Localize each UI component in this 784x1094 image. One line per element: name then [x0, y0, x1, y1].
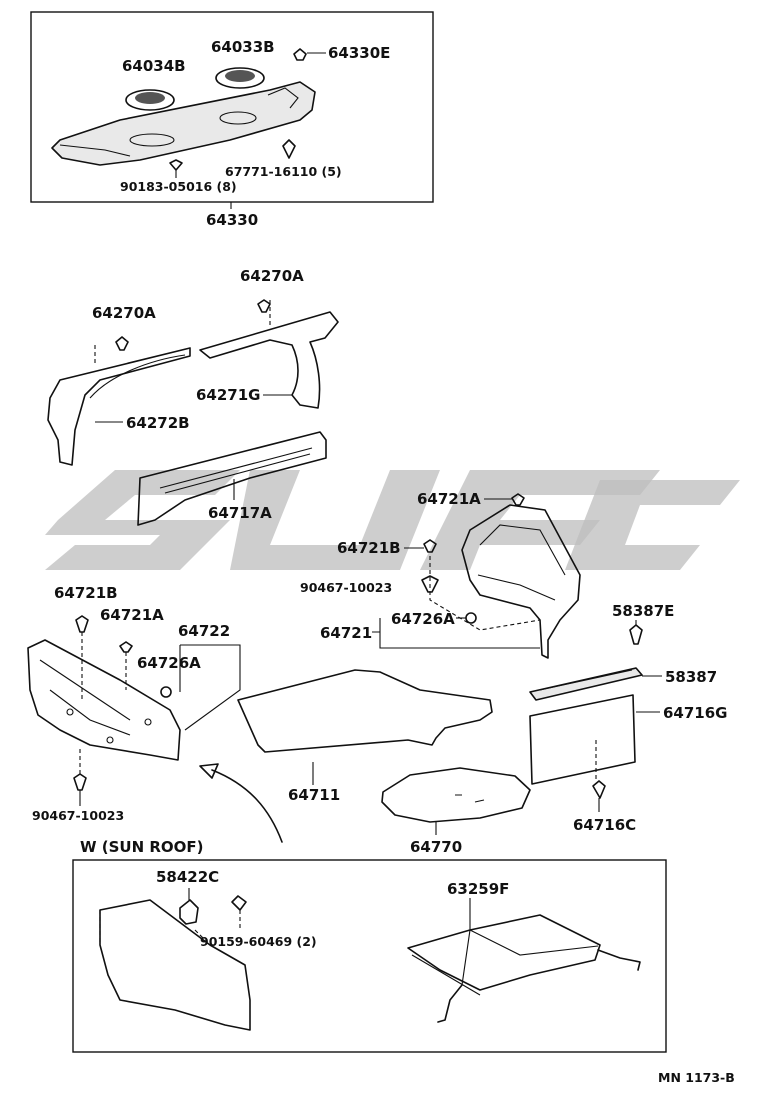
- label-64034B: 64034B: [122, 57, 186, 75]
- panel-64716G: [529, 694, 636, 785]
- label-64716C: 64716C: [573, 816, 636, 834]
- label-64721A-left: 64721A: [100, 606, 164, 624]
- clip-64270A-left: [115, 336, 129, 351]
- label-64330E: 64330E: [328, 44, 390, 62]
- spare-tire-cover-64770: [381, 767, 531, 823]
- label-90467-right: 90467-10023: [300, 580, 392, 595]
- screw-90159: [231, 895, 247, 911]
- trunk-mat-64711: [237, 669, 493, 753]
- label-64721B-left: 64721B: [54, 584, 118, 602]
- label-58422C: 58422C: [156, 868, 219, 886]
- label-64033B: 64033B: [211, 38, 275, 56]
- label-64716G: 64716G: [663, 704, 728, 722]
- label-64711: 64711: [288, 786, 340, 804]
- label-64726A-right: 64726A: [391, 610, 455, 628]
- wheel-house-trim-right: [199, 311, 339, 409]
- clip-64721B-left: [75, 615, 89, 633]
- clip-90467-left: [73, 773, 87, 791]
- diagram-reference: MN 1173-B: [658, 1070, 735, 1085]
- label-64721: 64721: [320, 624, 372, 642]
- bracket-64721: [372, 618, 540, 649]
- label-64330: 64330: [206, 211, 258, 229]
- sunroof-trim-panel: [99, 899, 251, 1031]
- label-64721B-right: 64721B: [337, 539, 401, 557]
- label-64271G: 64271G: [196, 386, 261, 404]
- clip-90183: [169, 159, 183, 171]
- clip-64721B-right: [423, 539, 437, 553]
- clip-64721A-left: [119, 641, 133, 653]
- label-64721A-right: 64721A: [417, 490, 481, 508]
- clip-64726A-right: [465, 612, 477, 624]
- speaker-grille-right: [215, 67, 265, 89]
- package-tray-trim: [51, 81, 316, 166]
- clip-64726A-left: [160, 686, 172, 698]
- trunk-trim-right-64721: [461, 504, 581, 659]
- sunroof-box: [72, 859, 667, 1053]
- dash-left-trim: [79, 632, 127, 774]
- sunroof-side-mat-63259F: [407, 914, 641, 1023]
- clip-64270A-top: [257, 299, 271, 313]
- label-90467-left: 90467-10023: [32, 808, 124, 823]
- label-67771: 67771-16110 (5): [225, 164, 342, 179]
- label-64722: 64722: [178, 622, 230, 640]
- speaker-grille-left: [125, 89, 175, 111]
- clip-64721A-right: [511, 493, 525, 506]
- clip-64330E: [293, 48, 307, 61]
- label-64726A-left: 64726A: [137, 654, 201, 672]
- bracket-64722: [179, 644, 241, 731]
- dash-right-trim: [429, 556, 541, 631]
- curved-arrow: [199, 763, 283, 843]
- label-90183: 90183-05016 (8): [120, 179, 237, 194]
- clip-90467-right: [421, 575, 439, 593]
- label-64770: 64770: [410, 838, 462, 856]
- label-90159: 90159-60469 (2): [200, 934, 317, 949]
- label-63259F: 63259F: [447, 880, 509, 898]
- label-58387: 58387: [665, 668, 717, 686]
- package-tray-box: [30, 11, 434, 203]
- label-58387E: 58387E: [612, 602, 674, 620]
- clip-64716C: [592, 780, 606, 799]
- wheel-house-trim-left: [47, 347, 191, 466]
- trunk-trim-left-64722: [27, 639, 181, 761]
- bracket-58422C: [179, 899, 199, 925]
- label-64717A: 64717A: [208, 504, 272, 522]
- trunk-side-trim-64717A: [137, 431, 327, 526]
- clip-58387E: [629, 624, 643, 645]
- label-64270A-top: 64270A: [240, 267, 304, 285]
- label-64270A-left: 64270A: [92, 304, 156, 322]
- screw-67771: [282, 139, 296, 159]
- label-64272B: 64272B: [126, 414, 190, 432]
- dash-sunroof: [194, 910, 241, 941]
- sunroof-section-title: W (SUN ROOF): [80, 838, 204, 856]
- sill-plate-58387: [529, 667, 643, 701]
